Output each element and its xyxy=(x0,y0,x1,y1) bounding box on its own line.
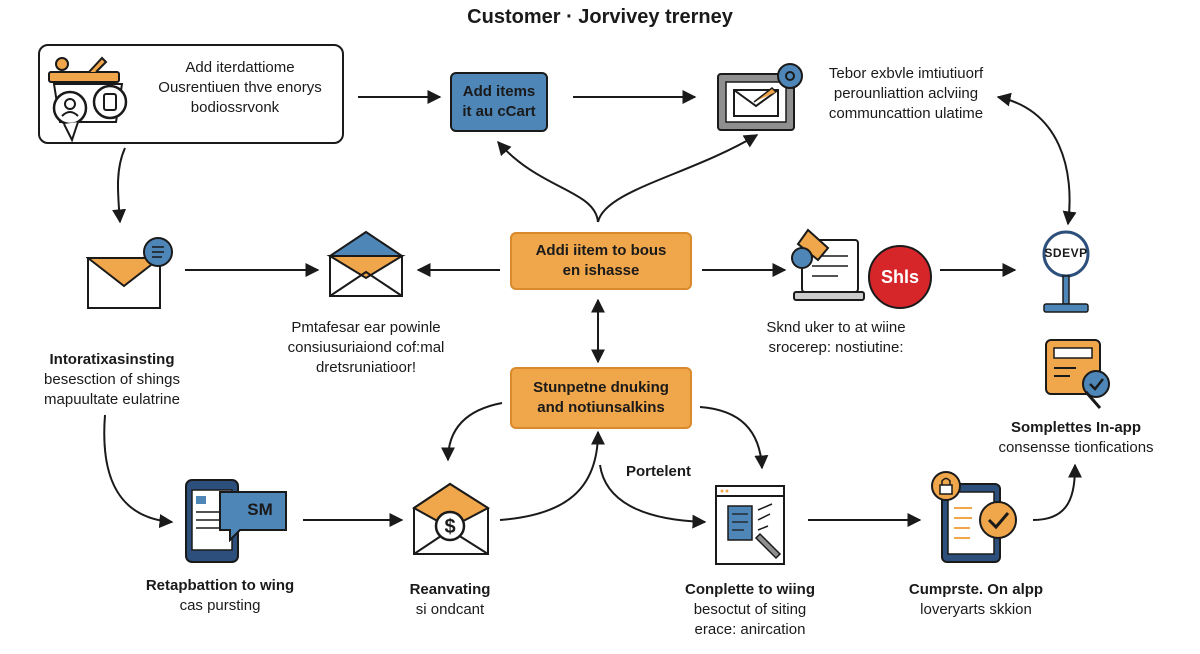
laptop-shopping-icon xyxy=(791,228,865,301)
communication-note: Tebor exbvle imtiutiuorf perounliattion … xyxy=(828,65,984,122)
secure-tablet-icon xyxy=(931,471,1017,563)
user-checkout-label: Sknd uker to at wiine srocerep: nostiuti… xyxy=(766,319,906,356)
sms-phone-icon xyxy=(185,479,287,563)
intro-text: Add iterdattiome Ousrentiuen thve enorys… xyxy=(158,59,322,116)
customer-avatars-icon xyxy=(48,56,128,143)
money-envelope-icon: $ xyxy=(412,482,490,555)
retargeting-label: Retapbattion to wing cas pursting xyxy=(145,577,295,614)
portal-label: Portelent xyxy=(626,463,692,480)
desk-sign-text: SDEVP xyxy=(1044,246,1088,260)
diagram-title: Customer · Jorvivey trerney xyxy=(467,6,733,28)
newsletter-envelope-icon xyxy=(86,237,173,309)
form-document-icon xyxy=(715,485,785,565)
sales-badge: Shls xyxy=(868,245,932,309)
open-envelope-icon xyxy=(326,230,406,297)
add-item-purchase-box: Addi iitem to bous en ishasse xyxy=(510,232,692,290)
add-to-cart-box: Add items it au cCart xyxy=(450,72,548,132)
payment-card-icon xyxy=(1045,339,1110,409)
support-desk-icon xyxy=(1042,230,1090,313)
complete-app-label: Cumprste. On alpp loveryarts skkion xyxy=(908,581,1044,618)
interaction-label: Intoratixasinsting besesction of shings … xyxy=(44,351,180,408)
complete-setting-label: Conplette to wiing besoctut of siting er… xyxy=(685,581,815,638)
renewing-label: Reanvating si ondcant xyxy=(409,581,491,618)
notification-box: Stunpetne dnuking and notiunsalkins xyxy=(510,367,692,429)
email-monitor-icon xyxy=(717,63,803,131)
consumer-permission-label: Pmtafesar ear powinle consiusuriaiond co… xyxy=(287,319,445,376)
sales-badge-text: Shls xyxy=(880,266,919,287)
sms-badge-text: SM xyxy=(247,500,273,519)
in-app-notification-label: Somplettes In-app consensse tionfication… xyxy=(998,419,1154,456)
svg-text:$: $ xyxy=(444,516,455,538)
